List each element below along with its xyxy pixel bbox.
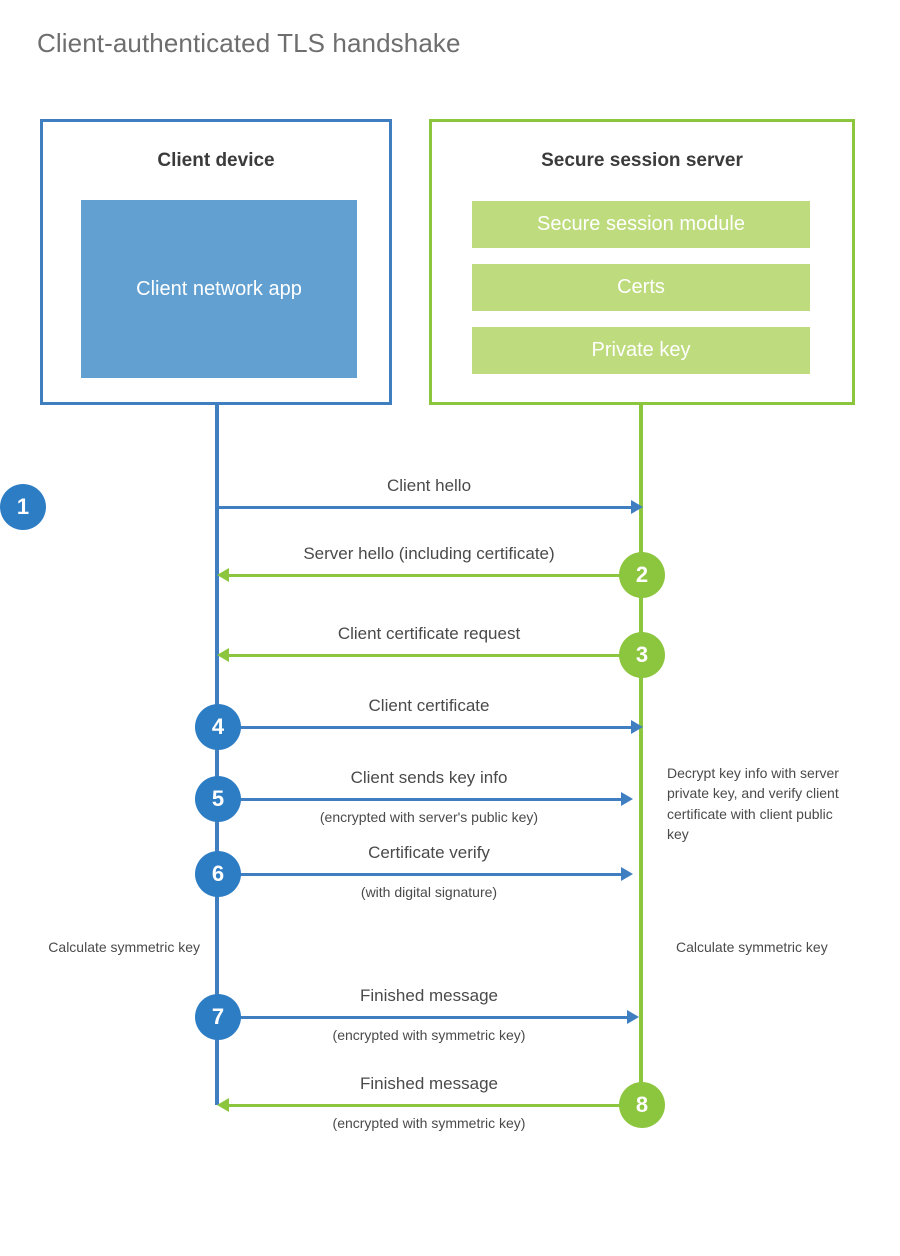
note-client-calculate-symmetric-key: Calculate symmetric key — [48, 939, 200, 955]
note-server-decrypt: Decrypt key info with server private key… — [667, 765, 839, 842]
participant-box-client: Client device Client network app — [40, 119, 392, 405]
server-block-private-key: Private key — [472, 327, 810, 374]
arrow-line-2 — [229, 574, 631, 577]
step-marker-7[interactable]: 7 — [195, 994, 241, 1040]
step-label-8: Finished message — [360, 1074, 498, 1093]
participant-box-server: Secure session server Secure session mod… — [429, 119, 855, 405]
step-label-5: Client sends key info — [350, 768, 508, 787]
step-marker-2[interactable]: 2 — [619, 552, 665, 598]
arrow-head-6 — [621, 867, 633, 881]
arrow-head-8 — [217, 1098, 229, 1112]
arrow-line-5 — [217, 798, 621, 801]
note-server-calculate-symmetric-key: Calculate symmetric key — [676, 939, 828, 955]
arrow-head-3 — [217, 648, 229, 662]
step-label-4: Client certificate — [368, 696, 490, 715]
lifeline-server — [639, 405, 643, 1105]
step-marker-5[interactable]: 5 — [195, 776, 241, 822]
step-label-6: Certificate verify — [368, 843, 490, 862]
step-label-7: Finished message — [360, 986, 498, 1005]
lifeline-client — [215, 405, 219, 1105]
step-label-2: Server hello (including certificate) — [303, 544, 555, 563]
step-marker-4[interactable]: 4 — [195, 704, 241, 750]
arrow-line-7 — [217, 1016, 627, 1019]
step-marker-6[interactable]: 6 — [195, 851, 241, 897]
arrow-head-2 — [217, 568, 229, 582]
arrow-head-4 — [631, 720, 643, 734]
arrow-line-4 — [217, 726, 631, 729]
arrow-line-8 — [229, 1104, 631, 1107]
step-marker-1[interactable]: 1 — [0, 484, 46, 530]
arrow-line-6 — [217, 873, 621, 876]
step-sublabel-7: (encrypted with symmetric key) — [332, 1027, 526, 1043]
step-sublabel-6: (with digital signature) — [360, 884, 498, 900]
page-title: Client-authenticated TLS handshake — [37, 28, 461, 58]
participant-title-client: Client device — [157, 150, 275, 171]
step-sublabel-8: (encrypted with symmetric key) — [332, 1115, 526, 1131]
participant-title-server: Secure session server — [541, 150, 743, 171]
client-network-app-block: Client network app — [81, 200, 357, 378]
step-sublabel-5: (encrypted with server's public key) — [319, 809, 539, 825]
step-marker-3[interactable]: 3 — [619, 632, 665, 678]
arrow-head-1 — [631, 500, 643, 514]
step-marker-8[interactable]: 8 — [619, 1082, 665, 1128]
step-label-3: Client certificate request — [337, 624, 521, 643]
arrow-head-5 — [621, 792, 633, 806]
server-block-secure-session-module: Secure session module — [472, 201, 810, 248]
step-label-1: Client hello — [386, 476, 472, 495]
arrow-line-3 — [229, 654, 631, 657]
arrow-line-1 — [217, 506, 631, 509]
server-block-certs: Certs — [472, 264, 810, 311]
arrow-head-7 — [627, 1010, 639, 1024]
